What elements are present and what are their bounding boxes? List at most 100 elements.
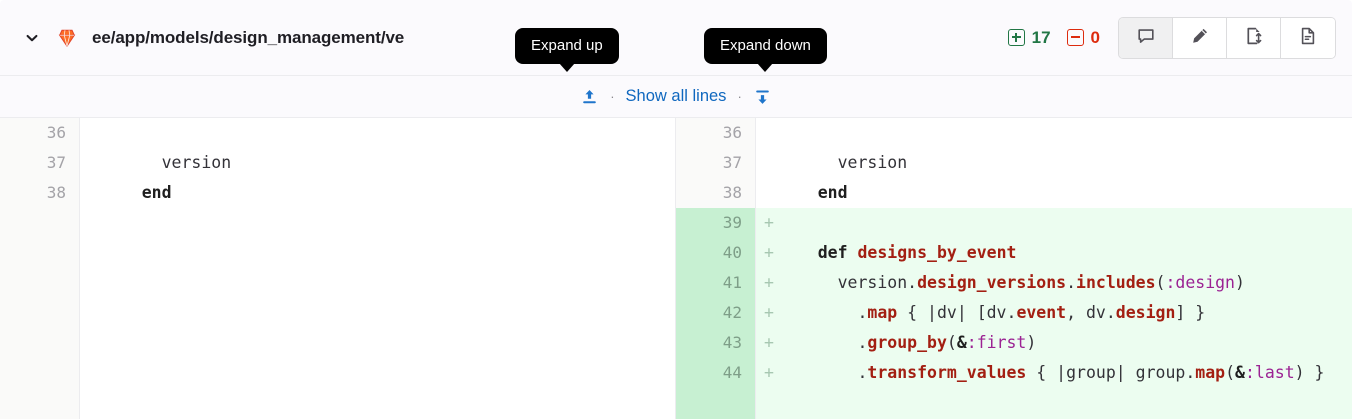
code-line-added[interactable]: + .map { |dv| [dv.event, dv.design] }	[756, 298, 1352, 328]
code-line-context[interactable]	[80, 118, 675, 148]
file-compare-icon	[1244, 26, 1264, 49]
expand-down-icon[interactable]	[753, 86, 773, 108]
view-file-button[interactable]	[1281, 17, 1335, 58]
line-number[interactable]: 39	[676, 208, 755, 238]
diff-marker: +	[764, 333, 774, 352]
diff-marker: +	[764, 363, 774, 382]
line-number[interactable]: 36	[722, 123, 742, 142]
code-token	[102, 183, 142, 202]
code-token	[778, 183, 818, 202]
code-token: &	[956, 333, 967, 352]
chevron-down-icon[interactable]	[22, 28, 42, 48]
code-token: ] }	[1175, 303, 1206, 322]
code-token: group_by	[867, 333, 947, 352]
tooltip-expand-down: Expand down	[704, 28, 827, 72]
code-filler	[80, 208, 675, 419]
code-line-context[interactable]	[756, 118, 1352, 148]
line-number[interactable]: 44	[676, 358, 755, 418]
code-token: transform_values	[867, 363, 1027, 382]
diff-stats: 17 0	[1007, 27, 1100, 48]
lines-removed-count: 0	[1090, 27, 1100, 47]
file-compare-button[interactable]	[1227, 17, 1281, 58]
file-path[interactable]: ee/app/models/design_management/ve	[92, 27, 405, 47]
tooltip-expand-up: Expand up	[515, 28, 619, 72]
show-all-lines-link[interactable]: Show all lines	[625, 87, 727, 105]
line-number[interactable]: 37	[46, 153, 66, 172]
diff-marker: +	[764, 273, 774, 292]
comment-button[interactable]	[1119, 17, 1173, 58]
file-header-left: ee/app/models/design_management/ve	[22, 27, 1008, 49]
separator-dot: ·	[610, 89, 615, 104]
line-number[interactable]: 42	[676, 298, 755, 328]
code-line-context[interactable]: end	[756, 178, 1352, 208]
code-token: :last	[1244, 363, 1295, 382]
code-line-context[interactable]: version	[756, 148, 1352, 178]
code-token: end	[817, 183, 848, 202]
lines-removed-stat: 0	[1066, 27, 1100, 48]
edit-button[interactable]	[1173, 17, 1227, 58]
code-line-added[interactable]: +	[756, 208, 1352, 238]
code-token	[778, 243, 818, 262]
expand-lines-row: · Show all lines ·	[0, 76, 1352, 118]
code-column-old[interactable]: version end	[80, 118, 675, 419]
line-number[interactable]: 41	[676, 268, 755, 298]
code-token: design	[1115, 303, 1176, 322]
diff-marker: +	[764, 303, 774, 322]
code-token: ) }	[1294, 363, 1325, 382]
line-number[interactable]: 36	[46, 123, 66, 142]
code-token: :first	[966, 333, 1027, 352]
gutter-filler	[0, 208, 79, 419]
code-token: includes	[1076, 273, 1156, 292]
code-token: map	[867, 303, 898, 322]
code-token: (	[1225, 363, 1236, 382]
diff-marker: +	[764, 213, 774, 232]
code-line-context[interactable]: end	[80, 178, 675, 208]
code-line-added[interactable]: + .transform_values { |group| group.map(…	[756, 358, 1352, 418]
expand-up-icon[interactable]	[579, 86, 599, 108]
line-number[interactable]: 38	[46, 183, 66, 202]
comment-icon	[1136, 26, 1156, 49]
line-number[interactable]: 43	[676, 328, 755, 358]
code-line-added[interactable]: + version.design_versions.includes(:desi…	[756, 268, 1352, 298]
code-column-new[interactable]: version end++ def designs_by_event+ vers…	[756, 118, 1352, 419]
code-token: (	[946, 333, 957, 352]
line-number[interactable]: 40	[676, 238, 755, 268]
code-token: .	[778, 333, 868, 352]
document-icon	[1298, 26, 1318, 49]
line-number-gutter-old[interactable]: 36 37 38	[0, 118, 80, 419]
lines-added-stat: 17	[1007, 27, 1051, 48]
code-token: { |dv| [dv.	[897, 303, 1017, 322]
file-header-right: 17 0	[1007, 16, 1336, 59]
code-token: .	[1066, 273, 1077, 292]
line-number[interactable]: 37	[722, 153, 742, 172]
separator-dot-2: ·	[737, 89, 742, 104]
file-header: ee/app/models/design_management/ve 17 0	[0, 0, 1352, 76]
diff-pane-old: 36 37 38 version end	[0, 118, 676, 419]
code-token	[848, 243, 858, 262]
file-actions-toolbar	[1118, 16, 1336, 59]
diff-marker: +	[764, 243, 774, 262]
code-token: design_versions	[917, 273, 1067, 292]
code-token: , dv.	[1066, 303, 1116, 322]
code-token: .	[778, 363, 868, 382]
minus-square-icon	[1066, 29, 1084, 46]
code-token: :design	[1165, 273, 1235, 292]
code-token: )	[1026, 333, 1037, 352]
code-token: end	[141, 183, 172, 202]
lines-added-count: 17	[1031, 27, 1051, 47]
code-token: )	[1235, 273, 1245, 292]
ruby-gem-icon	[56, 27, 78, 49]
code-token: event	[1016, 303, 1067, 322]
code-token: version	[778, 153, 908, 172]
code-line-added[interactable]: + .group_by(&:first)	[756, 328, 1352, 358]
code-token: .	[778, 303, 868, 322]
line-number[interactable]: 38	[722, 183, 742, 202]
code-token: (	[1155, 273, 1166, 292]
code-token: &	[1235, 363, 1245, 382]
code-line-context[interactable]: version	[80, 148, 675, 178]
code-line-added[interactable]: + def designs_by_event	[756, 238, 1352, 268]
